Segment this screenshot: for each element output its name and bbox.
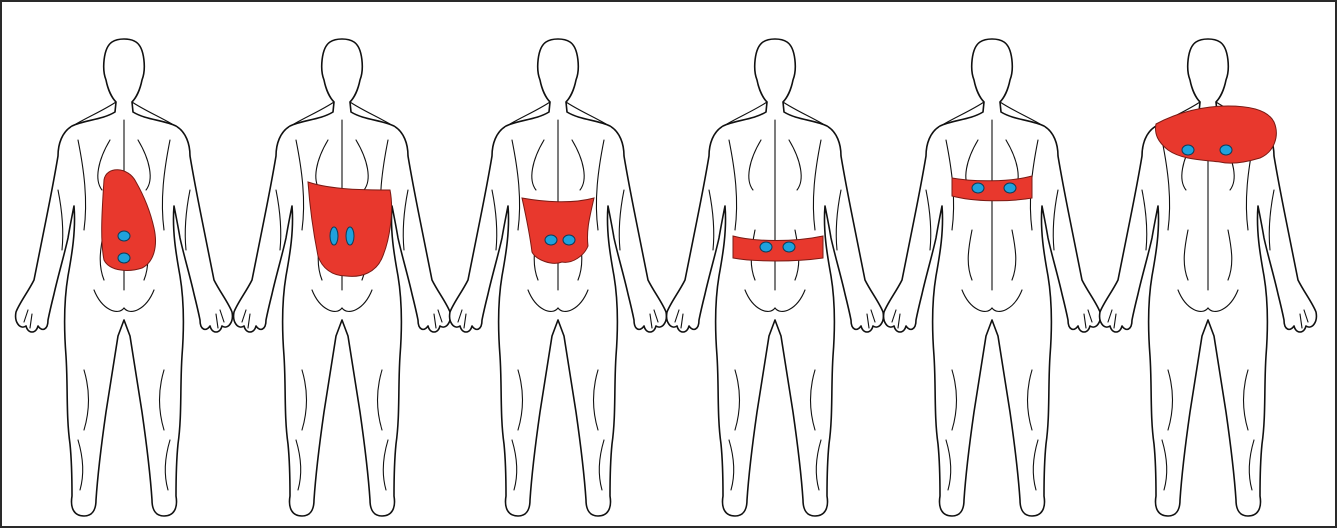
electrode-dot-1 xyxy=(118,231,130,241)
electrode-dot-1 xyxy=(545,235,557,245)
electrode-dot-1 xyxy=(760,242,772,252)
electrode-dot-2 xyxy=(563,235,575,245)
figure-5 xyxy=(884,39,1101,516)
electrode-pad xyxy=(522,198,594,263)
figure-3 xyxy=(450,39,667,516)
figure-6 xyxy=(1100,39,1317,516)
electrode-dot-1 xyxy=(330,227,338,245)
electrode-dot-2 xyxy=(118,253,130,263)
electrode-dot-2 xyxy=(783,242,795,252)
figure-1 xyxy=(16,39,233,516)
figure-2 xyxy=(234,39,451,516)
electrode-dot-1 xyxy=(972,183,984,193)
electrode-dot-2 xyxy=(1004,183,1016,193)
figure-4 xyxy=(667,39,884,516)
electrode-dot-1 xyxy=(1182,145,1194,155)
electrode-dot-2 xyxy=(1220,145,1232,155)
electrode-dot-2 xyxy=(346,227,354,245)
